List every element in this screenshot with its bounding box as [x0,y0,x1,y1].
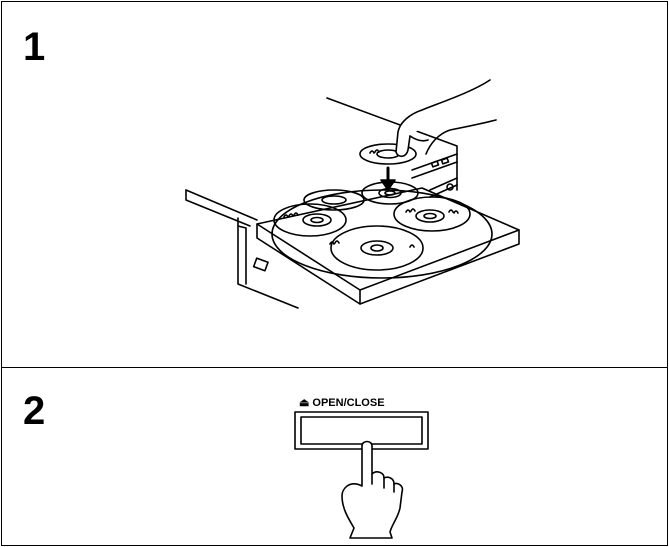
disc-large-center [330,225,424,271]
step-number-2: 2 [23,389,46,433]
button-press-illustration [294,411,429,539]
player-front-face [237,217,299,309]
player-top-edge [326,97,458,191]
hand-icon [395,79,491,158]
step-1-panel: 1 [1,1,668,368]
eject-icon: ⏏ [299,397,310,409]
disc-right [393,196,471,232]
disc-groove-marks-left [283,212,299,218]
disc-tray-left-front [256,223,361,305]
player-front-inner [237,225,247,285]
player-indicator-1 [430,160,440,168]
player-left-edge [185,189,258,221]
step-2-panel: 2 ⏏ OPEN/CLOSE [1,367,668,546]
disc-groove-marks-right [405,208,459,214]
player-front-slot [252,257,269,272]
open-close-label: OPEN/CLOSE [312,396,385,409]
button-caption: ⏏ OPEN/CLOSE [299,396,385,410]
disc-tray-right-front [359,229,520,305]
step-number-1: 1 [23,25,46,69]
arrow-down-icon [380,179,396,191]
disc-left [273,203,347,237]
player-left-side [185,189,251,227]
player-knob [446,183,454,191]
player-indicator-2 [440,157,450,165]
open-close-button-inner[interactable] [300,416,423,445]
disc-groove-marks-center [329,240,415,248]
finger-lines [371,473,395,493]
hand-thumb [409,135,429,142]
disc-back-left [303,189,365,211]
hand-lower-edge [425,119,497,155]
disc-tray-illustration [185,79,520,309]
